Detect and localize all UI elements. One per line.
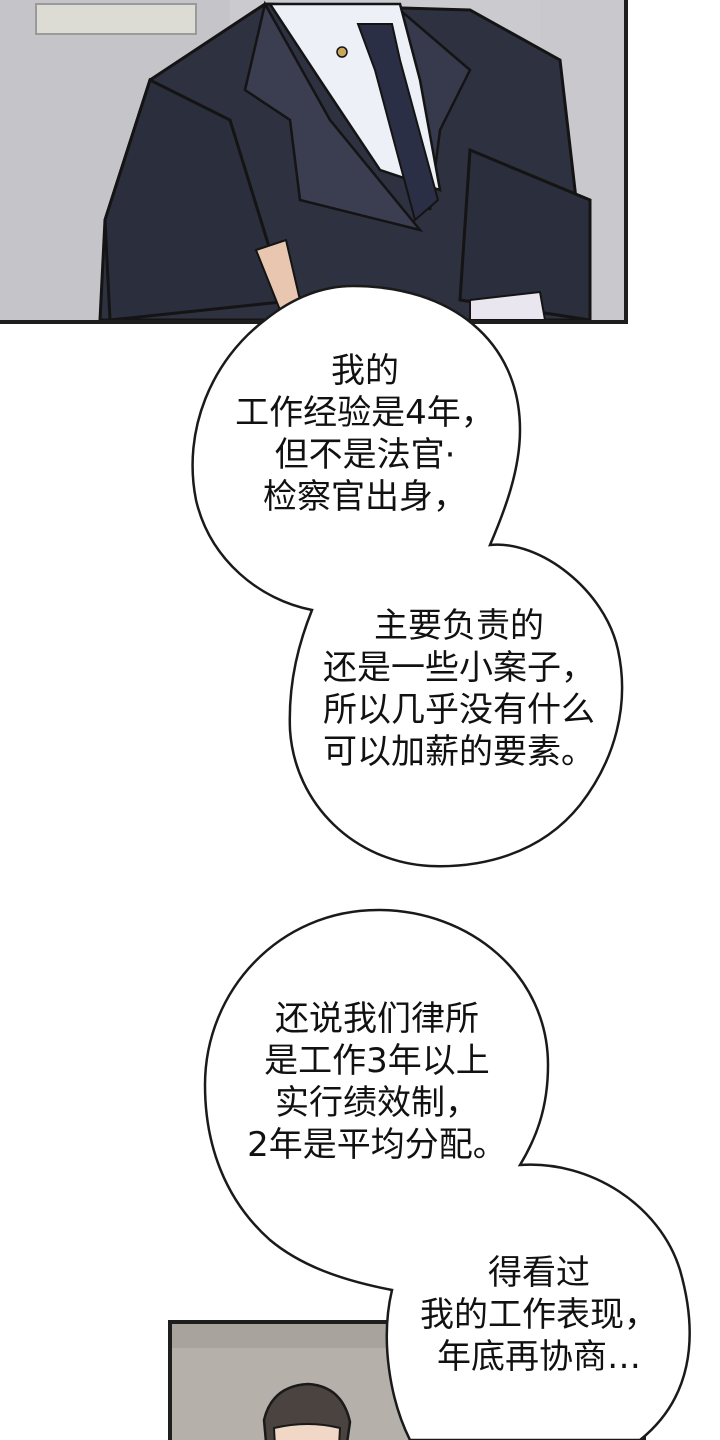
- speech-line: 我的工作表现，: [420, 1295, 658, 1335]
- speech-line: 检察官出身，: [263, 477, 467, 517]
- speech-bubble-text-3: 还说我们律所 是工作3年以上 实行绩效制， 2年是平均分配。: [232, 998, 522, 1166]
- speech-bubble-icon: [191, 284, 624, 868]
- speech-line: 得看过: [488, 1253, 590, 1293]
- speech-bubble-text-1: 我的 工作经验是4年， 但不是法官· 检察官出身，: [220, 350, 510, 518]
- speech-line: 实行绩效制，: [275, 1083, 479, 1123]
- speech-bubble-icon: [203, 908, 691, 1440]
- speech-line: 还说我们律所: [275, 999, 479, 1039]
- speech-line: 但不是法官·: [274, 435, 456, 475]
- speech-line: 主要负责的: [374, 606, 544, 646]
- speech-line: 年底再协商…: [437, 1337, 641, 1377]
- speech-line: 所以几乎没有什么: [323, 690, 595, 730]
- speech-line: 还是一些小案子，: [323, 648, 595, 688]
- speech-line: 2年是平均分配。: [247, 1125, 507, 1165]
- speech-line: 是工作3年以上: [264, 1041, 490, 1081]
- speech-line: 我的: [331, 351, 399, 391]
- speech-line: 可以加薪的要素。: [323, 732, 595, 772]
- speech-bubble-text-2: 主要负责的 还是一些小案子， 所以几乎没有什么 可以加薪的要素。: [300, 605, 618, 773]
- speech-line: 工作经验是4年，: [235, 393, 495, 433]
- top-panel: [0, 0, 628, 324]
- speech-bubble-text-4: 得看过 我的工作表现， 年底再协商…: [405, 1252, 673, 1378]
- suited-man-illustration: [0, 0, 624, 320]
